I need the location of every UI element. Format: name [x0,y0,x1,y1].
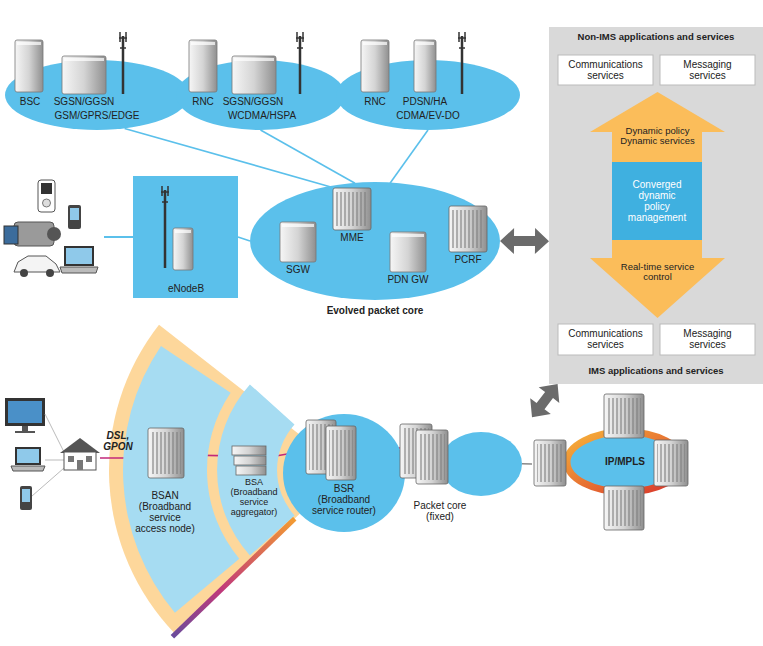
services-panel: Non-IMS applications and servicesIMS app… [549,27,763,384]
server-icon [189,40,217,92]
device-link [104,236,133,238]
server-cabinet-icon [333,188,371,230]
aggregator-icon [232,446,266,475]
box-shape [558,324,653,355]
antenna-tower [458,32,466,94]
text-label: RNC [183,96,223,107]
band-shape [217,384,294,555]
server-cabinet-icon [534,440,566,486]
network-ellipse: BSCSGSN/GGSN GSM/GPRS/EDGE [5,60,189,130]
text-label: IMS applications and services [553,366,759,376]
text-label: WCDMA/HSPA [214,110,310,121]
box-shape [660,55,755,85]
text-label: BSC [10,96,50,107]
enodeb-box: eNodeB [133,176,238,298]
up-arrow: Dynamic policy Dynamic services [590,92,725,162]
antenna-tower [119,32,127,94]
text-label: RNC [355,96,395,107]
text-label: Messaging services [673,328,743,350]
server-icon [390,232,426,272]
mobile-devices [4,180,98,277]
text-label: DSL, GPON [98,430,138,452]
text-label: Real-time service control [620,262,695,283]
connector [390,130,428,183]
network-ellipse: RNCSGSN/GGSN WCDMA/HSPA [176,60,345,130]
ipmpls-ring: IP/MPLS [532,392,695,532]
server-icon [361,40,389,92]
server-cabinet-icon [604,486,644,530]
text-label: eNodeB [156,283,216,294]
text-label: Evolved packet core [305,305,445,316]
text-label: Messaging services [673,59,743,81]
server-icon [232,56,276,94]
text-label: BSA (Broadband service aggregator) [226,478,282,518]
box-shape [133,176,238,298]
box-shape [549,27,763,384]
server-cabinet-icon [604,394,644,438]
policy-box: Converged dynamic policy management [612,162,702,240]
text-label: Converged dynamic policy management [626,179,688,223]
service-box: Communications services [558,324,653,355]
house-icon [60,438,100,470]
packet-core-ellipse: Packet core (fixed) [400,424,522,526]
text-label: Non-IMS applications and services [553,32,759,42]
text-label: PDSN/HA [397,96,453,107]
connector [522,463,532,464]
service-box: Communications services [558,55,653,85]
text-label: IP/MPLS [598,456,652,467]
text-label: Communications services [561,328,651,350]
network-ellipse: RNCPDSN/HA CDMA/EV-DO [336,60,520,130]
region-ellipse [250,182,500,300]
service-box: Messaging services [660,324,755,355]
server-icon [15,40,43,92]
server-icon [280,222,316,262]
connector [500,228,549,254]
antenna-tower [296,32,304,94]
server-cabinet-icon [148,428,184,478]
text-label: Dynamic policy Dynamic services [612,126,704,147]
text-label: MME [332,232,372,243]
connector [261,130,356,183]
server-icon [173,228,193,270]
arrow-shape [590,240,725,318]
text-label: CDMA/EV-DO [380,110,476,121]
region-ellipse [283,414,405,532]
antenna-tower [161,186,169,268]
box-shape [558,55,653,85]
arrow-shape [590,92,725,162]
core-ellipse: SGWMMEPDN GWPCRFEvolved packet core [250,182,500,300]
text-label: BSAN (Broadband service access node) [134,490,196,534]
connector [530,384,559,417]
server-cabinet-icon [449,206,487,252]
text-label: PDN GW [383,274,433,285]
connector [238,237,250,241]
home-devices [5,398,64,510]
server-cabinet-icon [326,426,356,480]
text-label: SGSN/GGSN [221,96,285,107]
text-label: Communications services [561,59,651,81]
server-cabinet-icon [654,440,688,486]
down-arrow: Real-time service control [590,240,725,318]
server-cabinet-icon [416,430,448,484]
service-box: Messaging services [660,55,755,85]
text-label: GSM/GPRS/EDGE [47,110,147,121]
region-ellipse [440,432,522,496]
text-label: Packet core (fixed) [405,500,475,522]
text-label: SGW [278,264,318,275]
text-label: PCRF [448,254,488,265]
node-shape [133,176,238,298]
node-shape [250,182,500,300]
server-icon [414,40,436,92]
router-ellipse: BSR (Broadband service router) [283,414,405,532]
text-label: BSR (Broadband service router) [311,483,377,516]
box-shape [660,324,755,355]
text-label: SGSN/GGSN [52,96,116,107]
server-icon [62,56,106,94]
box-shape [612,162,702,240]
